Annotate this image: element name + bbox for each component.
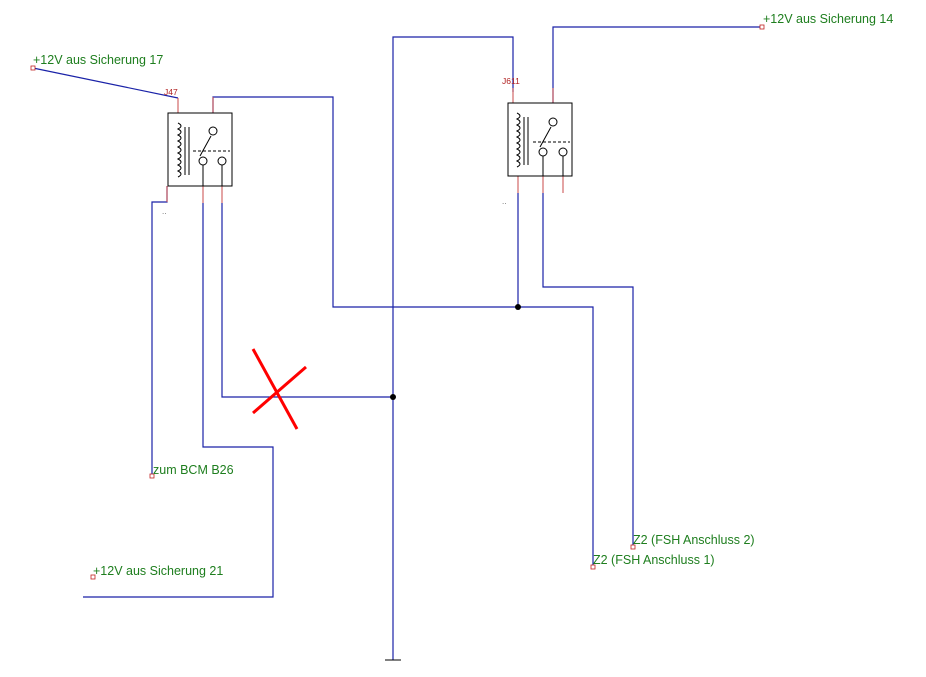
relay-j47-ref: J47	[164, 87, 178, 97]
relay-j611-ref: J611	[502, 76, 520, 86]
terminal-bcm	[149, 473, 155, 479]
junction-dot	[515, 304, 521, 310]
junction-dot	[390, 394, 396, 400]
wire-j47-to-fuse21	[83, 203, 274, 598]
terminal-fuse21	[90, 574, 96, 580]
wire-fuse17-to-j47	[32, 67, 179, 99]
wire-j47-crossed	[221, 203, 393, 398]
relay-switch-icon	[533, 117, 570, 176]
terminals	[30, 24, 765, 580]
wire-fuse14-to-j611	[552, 26, 762, 113]
wire-j611-to-fsh2	[542, 193, 634, 547]
terminal-fsh1	[590, 564, 596, 570]
wire-main-bus	[392, 36, 514, 660]
terminal-fuse14	[759, 24, 765, 30]
label-fsh1: Z2 (FSH Anschluss 1)	[593, 553, 715, 567]
relay-j611-dots: ..	[502, 197, 506, 206]
labels: +12V aus Sicherung 17 +12V aus Sicherung…	[33, 12, 893, 578]
terminal-fuse17	[30, 65, 36, 71]
label-fuse21: +12V aus Sicherung 21	[93, 564, 223, 578]
wire-j47-coil-to-bcm	[151, 186, 168, 476]
relay-j47: J47 ..	[162, 87, 233, 216]
relay-box	[507, 102, 573, 177]
relay-j47-dots: ..	[162, 207, 166, 216]
label-bcm: zum BCM B26	[153, 463, 234, 477]
label-fuse17: +12V aus Sicherung 17	[33, 53, 163, 67]
relay-coil-icon	[515, 112, 529, 168]
relay-coil-icon	[176, 122, 190, 178]
label-fsh2: Z2 (FSH Anschluss 2)	[633, 533, 755, 547]
terminal-fsh2	[630, 544, 636, 550]
label-fuse14: +12V aus Sicherung 14	[763, 12, 893, 26]
red-cross-icon	[251, 348, 307, 430]
relay-box	[167, 112, 233, 187]
relay-j611: J611 ..	[502, 76, 573, 206]
relay-switch-icon	[193, 126, 230, 186]
junctions	[390, 304, 521, 400]
